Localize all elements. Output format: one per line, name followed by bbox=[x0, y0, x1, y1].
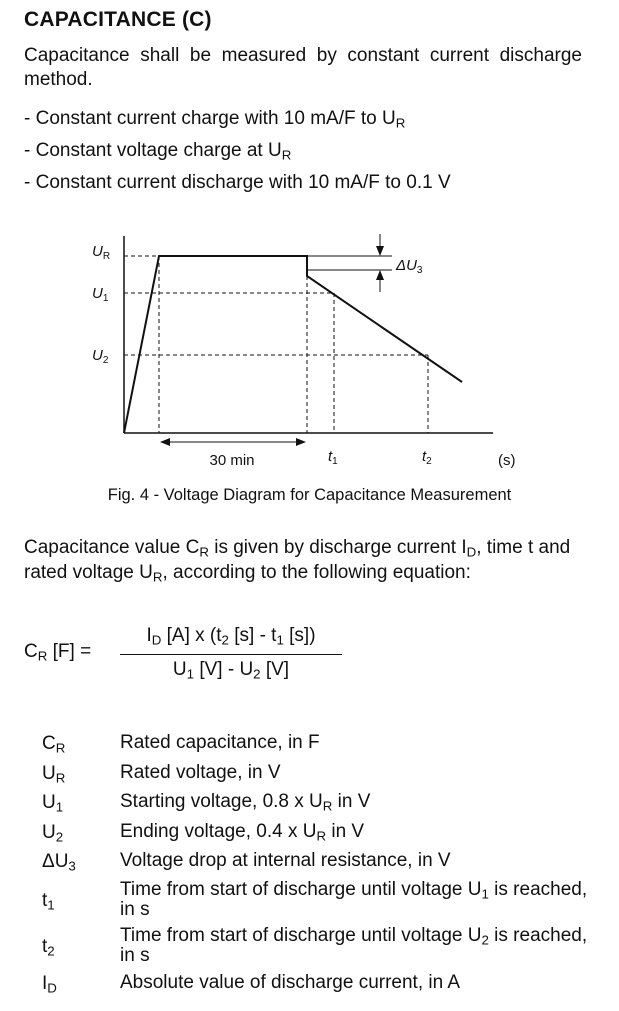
procedure-list: - Constant current charge with 10 mA/F t… bbox=[24, 103, 451, 199]
definition-symbol: CR bbox=[42, 733, 66, 756]
procedure-item: - Constant current charge with 10 mA/F t… bbox=[24, 108, 406, 131]
definition-symbol: t1 bbox=[42, 890, 55, 913]
procedure-item: - Constant current discharge with 10 mA/… bbox=[24, 172, 451, 193]
procedure-item: - Constant voltage charge at UR bbox=[24, 140, 292, 163]
definition-text: Time from start of discharge until volta… bbox=[120, 879, 588, 920]
label-ur: UR bbox=[92, 243, 110, 262]
label-interval: 30 min bbox=[209, 452, 254, 469]
equation-numerator: ID [A] x (t2 [s] - t1 [s]) bbox=[146, 625, 316, 648]
label-t1: t1 bbox=[328, 448, 338, 467]
voltage-curve bbox=[123, 255, 463, 434]
definition-symbol: ID bbox=[42, 973, 57, 996]
intro-text: Capacitance shall be measured by constan… bbox=[24, 45, 582, 90]
definition-symbol: UR bbox=[42, 763, 66, 786]
definition-symbol: ΔU3 bbox=[42, 851, 76, 874]
definition-text: Voltage drop at internal resistance, in … bbox=[120, 850, 451, 871]
fraction-bar bbox=[120, 654, 342, 655]
definition-symbol: U2 bbox=[42, 822, 64, 845]
definition-text: Absolute value of discharge current, in … bbox=[120, 972, 461, 993]
label-delta-u3: ΔU3 bbox=[395, 257, 423, 276]
definition-text: Ending voltage, 0.4 x UR in V bbox=[120, 821, 365, 844]
figure-caption: Fig. 4 - Voltage Diagram for Capacitance… bbox=[107, 486, 512, 504]
label-seconds: (s) bbox=[498, 452, 516, 469]
definition-symbol: U1 bbox=[42, 792, 64, 815]
equation-denominator: U1 [V] - U2 [V] bbox=[172, 659, 290, 682]
definition-text: Starting voltage, 0.8 x UR in V bbox=[120, 791, 371, 814]
equation-intro: Capacitance value CR is given by dischar… bbox=[24, 537, 571, 585]
label-u2: U2 bbox=[92, 347, 109, 366]
equation-lhs: CR [F] = bbox=[24, 641, 92, 664]
definition-text: Rated voltage, in V bbox=[120, 762, 281, 783]
definition-symbol: t2 bbox=[42, 936, 55, 959]
label-u1: U1 bbox=[92, 285, 109, 304]
label-t2: t2 bbox=[422, 448, 432, 467]
section-title: CAPACITANCE (C) bbox=[24, 8, 212, 31]
definition-text: Time from start of discharge until volta… bbox=[120, 925, 588, 966]
voltage-diagram: UR U1 U2 ΔU3 t1 t2 30 min (s) bbox=[92, 234, 516, 469]
definition-text: Rated capacitance, in F bbox=[120, 732, 320, 753]
